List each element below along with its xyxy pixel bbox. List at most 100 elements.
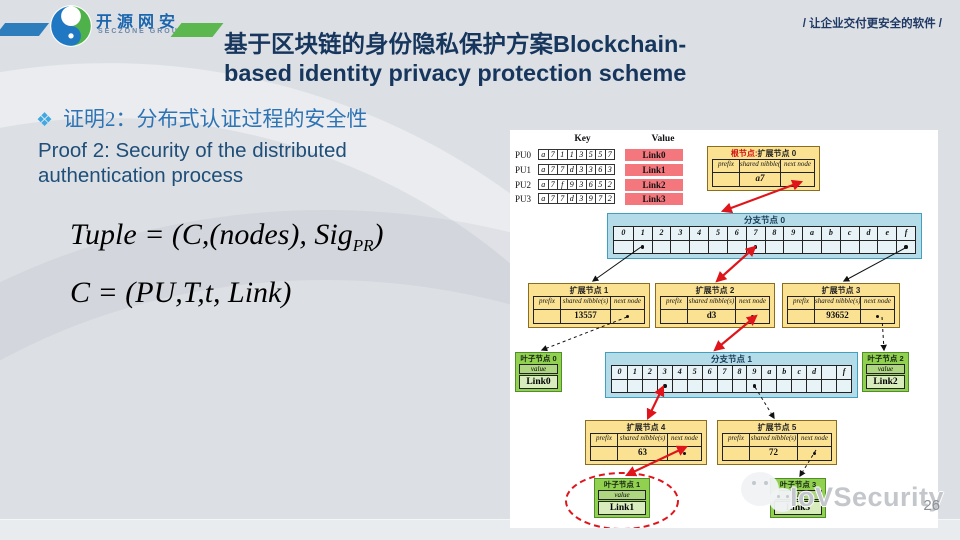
link-value-badge: Link1 [625, 163, 683, 176]
company-tagline: / 让企业交付更安全的软件 / [802, 18, 942, 30]
wechat-icon-eye [777, 495, 780, 498]
branch-pointer-row [611, 380, 852, 393]
branch-node-title: 分支节点 1 [710, 354, 753, 364]
formula-tuple: Tuple = (C,(nodes), SigPR) [70, 218, 384, 256]
leaf-value-label: value [866, 364, 905, 374]
ext-node-title: 扩展节点 5 [757, 423, 797, 432]
col-shared-nibbles: shared nibble(s) [814, 297, 860, 310]
next-node-cell [735, 310, 769, 323]
col-shared-nibbles: shared nibble(s) [687, 297, 735, 310]
next-node-cell [610, 310, 644, 323]
formula-c: C = (PU,T,t, Link) [70, 276, 292, 309]
proof-text: Proof 2: Security of the distributed aut… [38, 138, 468, 188]
page-number: 26 [923, 497, 940, 514]
key-nibble: 2 [604, 193, 615, 204]
key-nibble: 3 [604, 164, 615, 175]
col-prefix: prefix [661, 297, 687, 310]
leaf-node-title: 叶子节点 1 [603, 480, 641, 489]
col-shared-nibbles: shared nibble(s) [617, 434, 667, 447]
shared-nibbles-cell: 72 [749, 447, 797, 460]
logo-name: 开源网安 [96, 14, 181, 31]
next-node-cell [797, 447, 831, 460]
formula-tuple-body: = (C,(nodes), Sig [136, 218, 353, 251]
col-next-node: next node [610, 297, 644, 310]
leaf-node-2: 叶子节点 2 value Link2 [862, 352, 909, 392]
wechat-icon-eye [786, 495, 789, 498]
prefix-cell [713, 173, 739, 186]
bullet-line: ❖ 证明2：分布式认证过程的安全性 [36, 103, 368, 133]
slide-title: 基于区块链的身份隐私保护方案Blockchain- based identity… [224, 30, 809, 88]
ext-node-title: 扩展节点 4 [626, 423, 666, 432]
row-label: PU2 [515, 179, 532, 190]
prefix-cell [723, 447, 749, 460]
title-line2: based identity privacy protection scheme [224, 60, 687, 86]
proof-line2: authentication process [38, 164, 244, 187]
logo-blue-dash [0, 23, 50, 36]
bullet-text: 证明2：分布式认证过程的安全性 [63, 107, 368, 131]
formula-tuple-head: Tuple [70, 218, 137, 251]
leaf-node-title: 叶子节点 2 [867, 354, 904, 363]
shared-nibbles-cell: d3 [687, 310, 735, 323]
col-next-node: next node [797, 434, 831, 447]
root-node-title-red: 根节点: [730, 149, 758, 158]
col-prefix: prefix [591, 434, 617, 447]
leaf-node-title: 叶子节点 3 [779, 480, 817, 489]
wechat-icon-eye [752, 481, 756, 485]
branch-pointer-row [613, 241, 916, 254]
formula-tuple-sub: PR [352, 236, 374, 255]
leaf-link-value: Link2 [866, 375, 905, 389]
col-next-node: next node [667, 434, 701, 447]
logo-subtitle: SECZONE GROUP [98, 28, 186, 35]
prefix-cell [591, 447, 617, 460]
leaf-node-0: 叶子节点 0 value Link0 [515, 352, 562, 392]
link-value-badge: Link0 [625, 148, 683, 161]
prefix-cell [661, 310, 687, 323]
ext-node-title: 扩展节点 3 [821, 286, 861, 295]
leaf-node-1: 叶子节点 1 value Link1 [594, 478, 650, 518]
col-prefix: prefix [713, 160, 739, 173]
root-node-title-text: 扩展节点 0 [757, 149, 797, 158]
next-node-cell [860, 310, 894, 323]
wechat-icon-eye [764, 481, 768, 485]
col-next-node: next node [735, 297, 769, 310]
shared-nibbles-cell: a7 [739, 173, 780, 186]
value-header: Value [651, 134, 675, 144]
ext-node-title: 扩展节点 2 [695, 286, 735, 295]
leaf-value-label: value [598, 490, 646, 500]
col-shared-nibbles: shared nibble(s) [739, 160, 780, 173]
shared-nibbles-cell: 63 [617, 447, 667, 460]
key-nibble: 2 [604, 179, 615, 190]
watermark: IoVSecurity [735, 468, 955, 528]
row-label: PU3 [515, 193, 532, 204]
proof-line1: Proof 2: Security of the distributed [38, 139, 347, 162]
watermark-text: IoVSecurity [790, 482, 945, 512]
leaf-link-value: Link1 [598, 501, 646, 515]
branch-node-title: 分支节点 0 [743, 215, 786, 225]
formula-tuple-tail: ) [373, 218, 384, 251]
link-value-badge: Link2 [625, 178, 683, 191]
key-nibble: 7 [604, 149, 615, 160]
wechat-icon [769, 488, 796, 512]
title-line1: 基于区块链的身份隐私保护方案Blockchain- [224, 31, 687, 57]
diamond-bullet-icon: ❖ [36, 109, 54, 131]
key-header: Key [574, 134, 591, 144]
root-node-title: 根节点:扩展节点 0 [712, 148, 815, 159]
col-prefix: prefix [723, 434, 749, 447]
row-label: PU1 [515, 164, 532, 175]
prefix-cell [534, 310, 560, 323]
col-next-node: next node [780, 160, 814, 173]
col-next-node: next node [860, 297, 894, 310]
